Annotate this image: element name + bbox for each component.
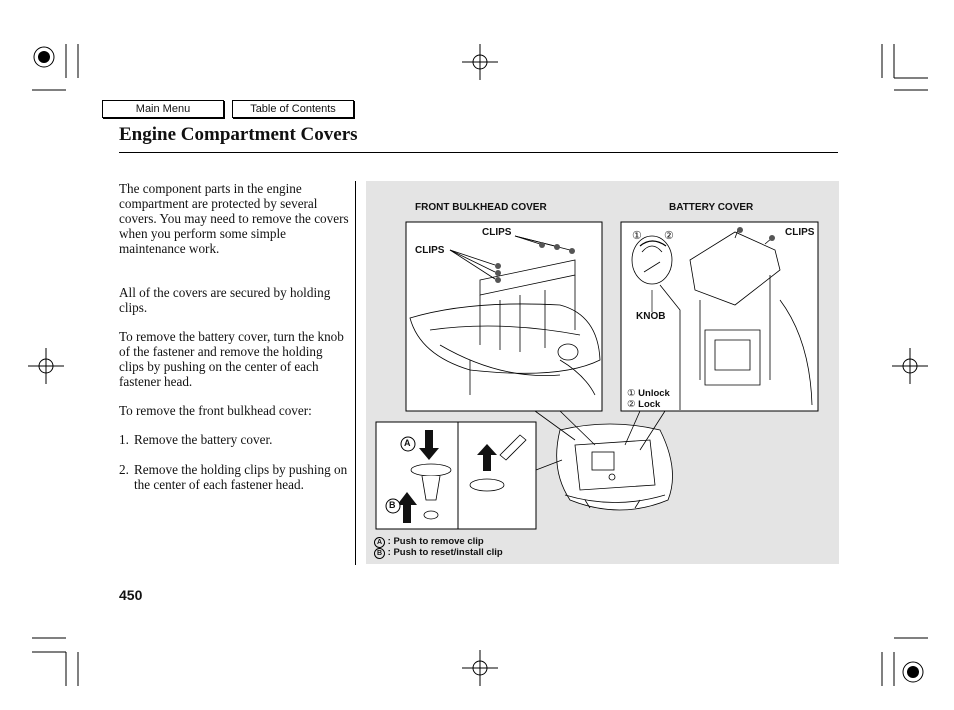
- step-list: 1. Remove the battery cover.: [119, 432, 349, 447]
- paragraph-clips: All of the covers are secured by holding…: [119, 285, 331, 315]
- step-number: 1.: [119, 432, 129, 447]
- unlock-legend: ① Unlock: [627, 388, 670, 399]
- front-bulkhead-cover-label: FRONT BULKHEAD COVER: [415, 202, 547, 213]
- legend-b-marker: B: [374, 548, 385, 559]
- knob-label: KNOB: [636, 311, 666, 322]
- page-number: 450: [119, 587, 143, 603]
- main-menu-button[interactable]: Main Menu: [102, 100, 224, 118]
- battery-cover-label: BATTERY COVER: [669, 202, 754, 213]
- table-of-contents-button[interactable]: Table of Contents: [232, 100, 354, 118]
- paragraph-front-bulkhead: To remove the front bulkhead cover:: [119, 403, 312, 418]
- unlock-text: Unlock: [638, 388, 670, 399]
- lock-marker: ②: [627, 399, 636, 410]
- body-text-3: To remove the battery cover, turn the kn…: [119, 329, 349, 389]
- column-divider: [355, 181, 356, 565]
- title-rule: [119, 152, 838, 153]
- legend-remove: A : Push to remove clip: [374, 536, 484, 548]
- paragraph-battery-cover: To remove the battery cover, turn the kn…: [119, 329, 344, 389]
- step-one-marker: ①: [632, 230, 642, 242]
- marker-b: B: [389, 500, 396, 510]
- clips-label-upper: CLIPS: [482, 227, 512, 238]
- step-two-marker: ②: [664, 230, 674, 242]
- body-text-2: All of the covers are secured by holding…: [119, 285, 349, 315]
- legend-reset: B : Push to reset/install clip: [374, 547, 503, 559]
- legend-b-text: : Push to reset/install clip: [387, 547, 503, 558]
- clips-label-lower: CLIPS: [415, 245, 445, 256]
- paragraph-intro: The component parts in the engine compar…: [119, 181, 349, 256]
- page-title: Engine Compartment Covers: [119, 124, 358, 145]
- clips-label-battery: CLIPS: [785, 227, 815, 238]
- lock-legend: ② Lock: [627, 399, 660, 410]
- marker-a: A: [404, 438, 411, 448]
- list-item: 2. Remove the holding clips by pushing o…: [119, 462, 349, 492]
- legend-a-text: : Push to remove clip: [387, 536, 484, 547]
- list-item: 1. Remove the battery cover.: [119, 432, 349, 447]
- body-text-4: To remove the front bulkhead cover:: [119, 403, 359, 418]
- step-number: 2.: [119, 462, 129, 477]
- step-list-2: 2. Remove the holding clips by pushing o…: [119, 462, 349, 492]
- step-text: Remove the battery cover.: [134, 432, 273, 447]
- unlock-marker: ①: [627, 388, 636, 399]
- lock-text: Lock: [638, 399, 661, 410]
- body-text: The component parts in the engine compar…: [119, 181, 349, 256]
- step-text: Remove the holding clips by pushing on t…: [134, 462, 348, 492]
